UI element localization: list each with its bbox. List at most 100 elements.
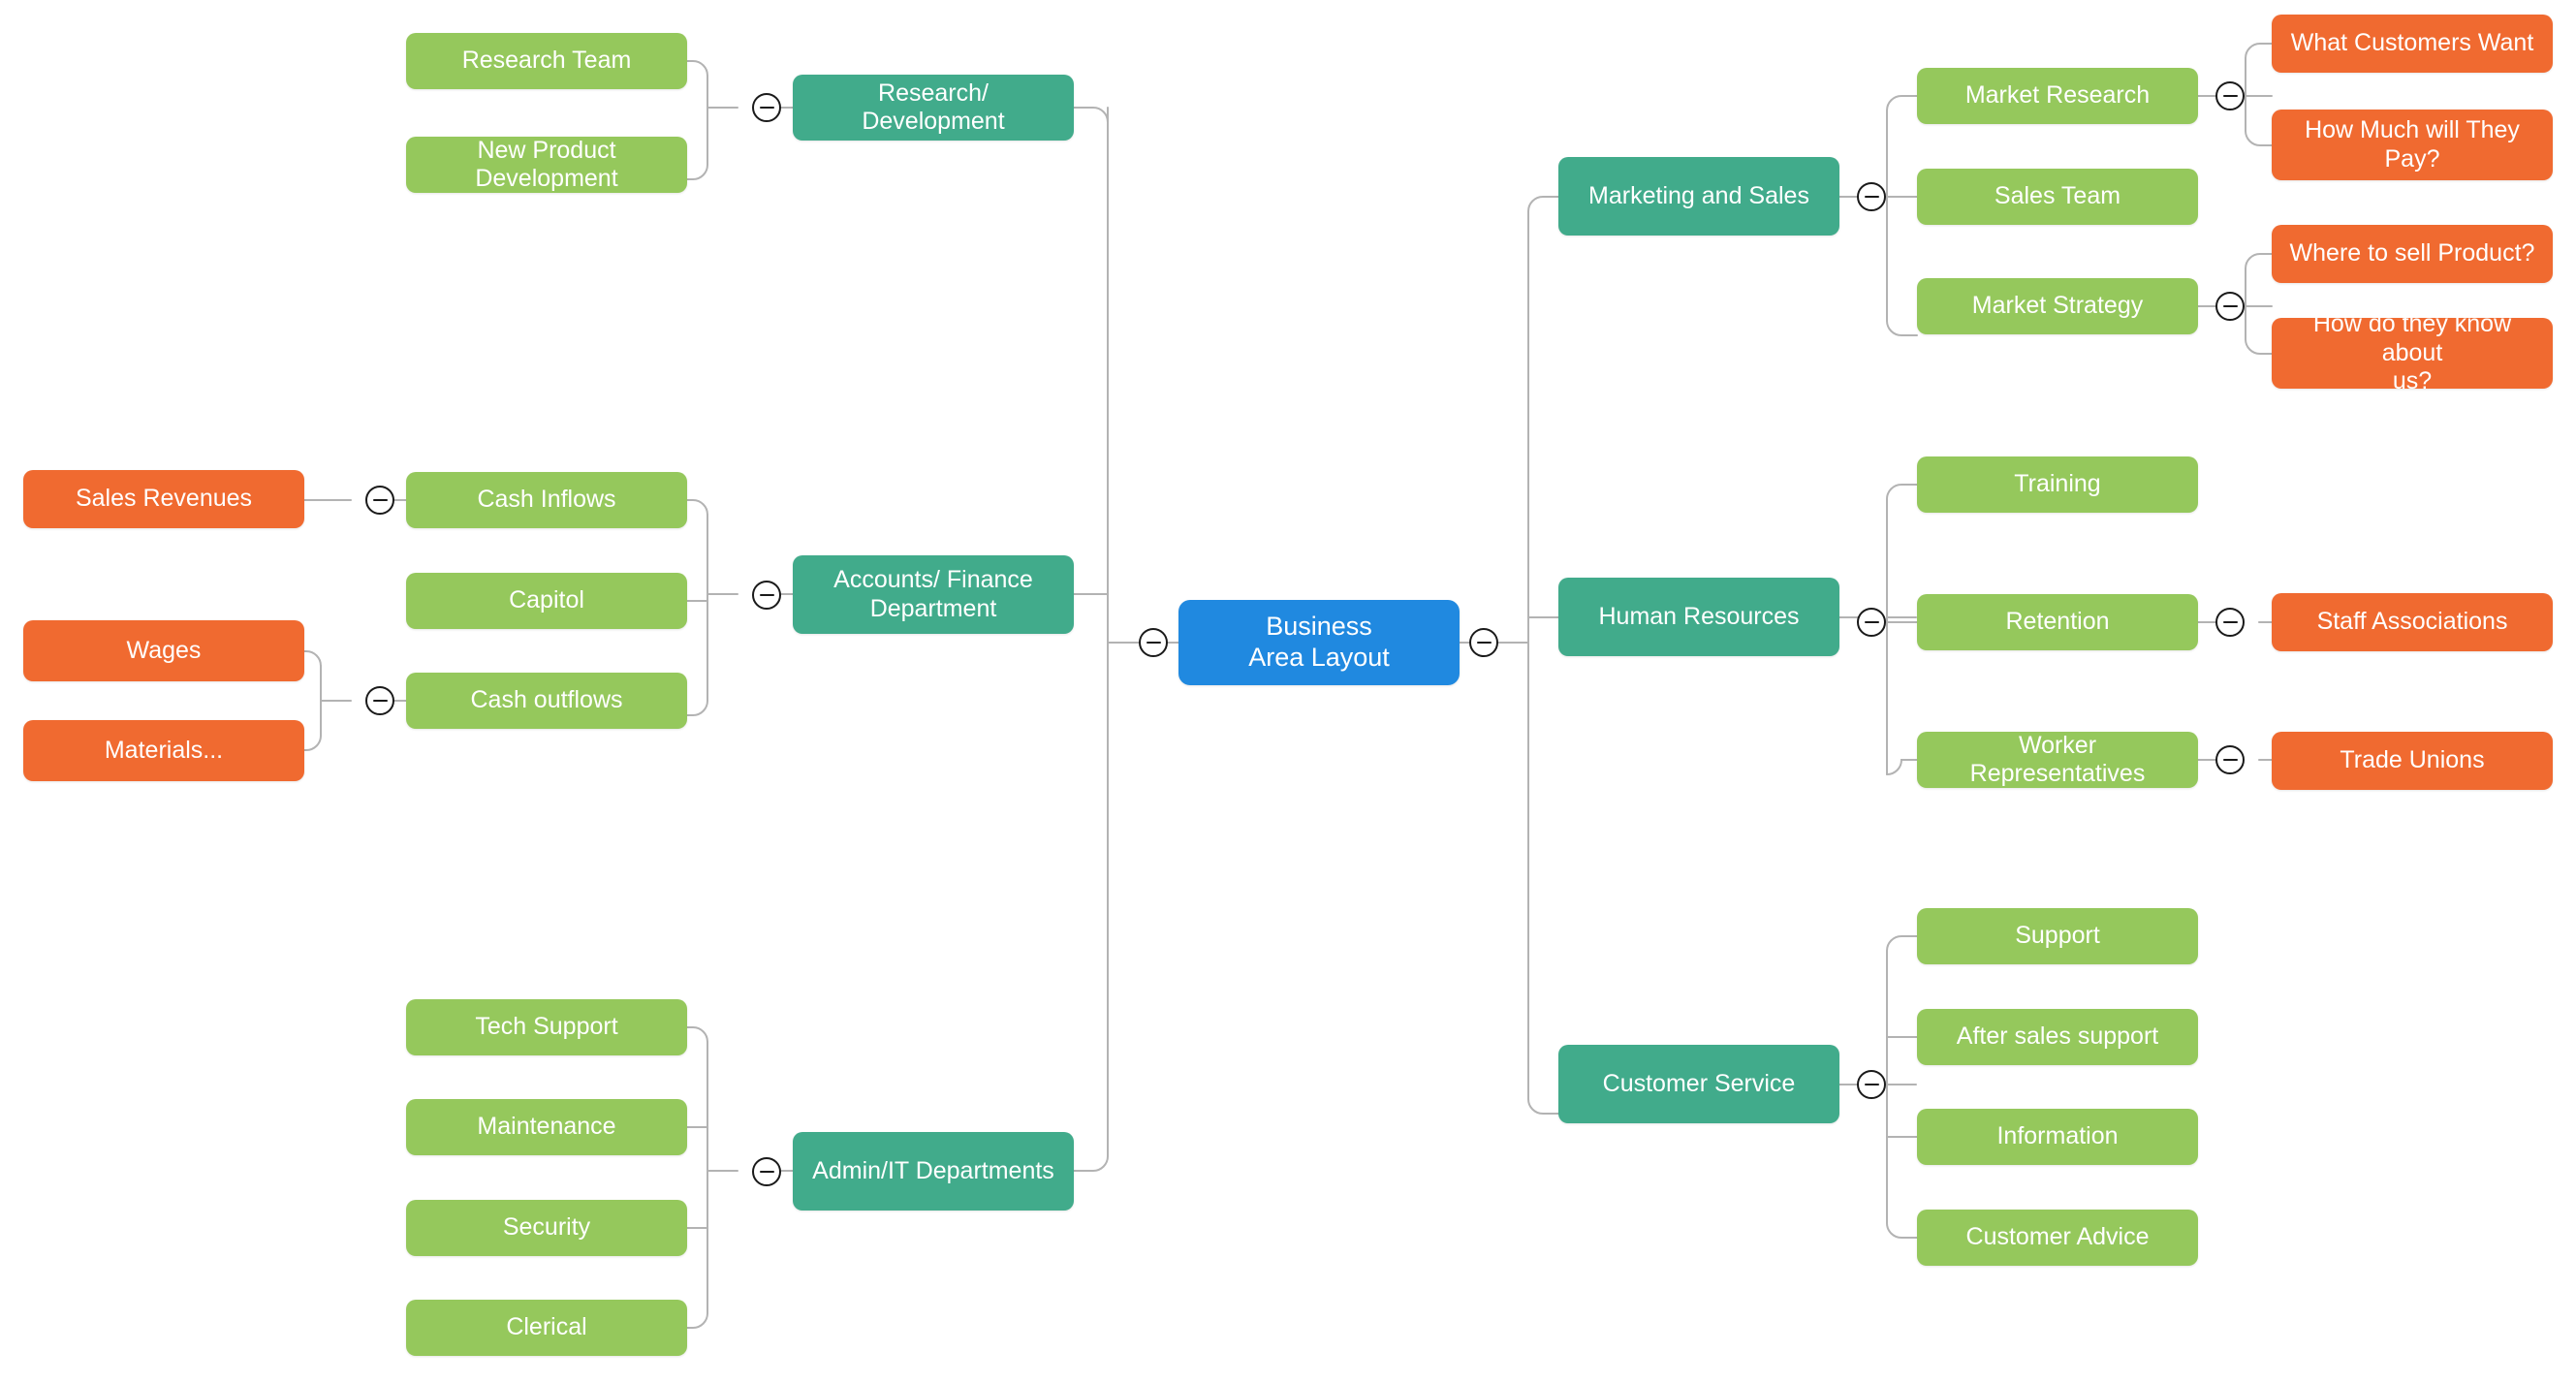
node-admin-it-departments[interactable]: Admin/IT Departments — [793, 1132, 1074, 1211]
node-market-research[interactable]: Market Research — [1917, 68, 2198, 124]
minus-glyph — [759, 106, 774, 110]
node-market-strategy[interactable]: Market Strategy — [1917, 278, 2198, 334]
node-wages[interactable]: Wages — [23, 620, 304, 681]
collapse-minus-icon-cash-outflows[interactable] — [365, 686, 394, 715]
connector-line — [2245, 57, 2273, 132]
node-clerical[interactable]: Clerical — [406, 1300, 687, 1356]
node-label-where-to-sell-product: Where to sell Product? — [2289, 239, 2535, 267]
node-cash-inflows[interactable]: Cash Inflows — [406, 472, 687, 528]
node-label-sales-team: Sales Team — [1994, 182, 2121, 210]
node-cash-outflows[interactable]: Cash outflows — [406, 673, 687, 729]
connector-line — [1527, 1098, 1559, 1115]
connector-line — [1886, 484, 1918, 500]
connector-line — [1513, 210, 1529, 1100]
node-customer-advice[interactable]: Customer Advice — [1917, 1210, 2198, 1266]
connector-line — [686, 60, 708, 77]
collapse-minus-icon-market-research[interactable] — [2215, 81, 2245, 110]
connector-line — [707, 1041, 738, 1314]
minus-glyph — [1146, 641, 1161, 645]
connector-line — [707, 514, 738, 702]
minus-glyph — [1864, 620, 1879, 624]
collapse-minus-icon-cash-inflows[interactable] — [365, 486, 394, 515]
node-marketing-and-sales[interactable]: Marketing and Sales — [1558, 157, 1839, 236]
connector-line — [2245, 130, 2273, 146]
node-label-cash-outflows: Cash outflows — [470, 686, 623, 714]
collapse-minus-icon-root-right-trunk[interactable] — [1469, 628, 1498, 657]
node-label-cash-inflows: Cash Inflows — [477, 486, 616, 514]
connector-line — [1073, 1155, 1109, 1172]
node-customer-service[interactable]: Customer Service — [1558, 1045, 1839, 1123]
node-information[interactable]: Information — [1917, 1109, 2198, 1165]
node-capitol[interactable]: Capitol — [406, 573, 687, 629]
collapse-minus-icon-marketing-and-sales[interactable] — [1857, 182, 1886, 211]
node-research-development[interactable]: Research/ Development — [793, 75, 1074, 141]
collapse-minus-icon-admin-it-departments[interactable] — [752, 1157, 781, 1186]
collapse-minus-icon-accounts-finance-department[interactable] — [752, 581, 781, 610]
collapse-minus-icon-root-left-trunk[interactable] — [1139, 628, 1168, 657]
node-label-admin-it-departments: Admin/IT Departments — [812, 1156, 1054, 1184]
connector-line — [1886, 498, 1917, 775]
node-label-what-customers-want: What Customers Want — [2290, 29, 2534, 57]
node-label-marketing-and-sales: Marketing and Sales — [1588, 181, 1809, 209]
node-label-retention: Retention — [2005, 608, 2110, 636]
node-tech-support[interactable]: Tech Support — [406, 999, 687, 1055]
connector-line — [1886, 95, 1918, 111]
node-label-wages: Wages — [126, 636, 202, 664]
node-security[interactable]: Security — [406, 1200, 687, 1256]
node-sales-revenues[interactable]: Sales Revenues — [23, 470, 304, 528]
minus-glyph — [2222, 304, 2238, 308]
collapse-minus-icon-retention[interactable] — [2215, 608, 2245, 637]
node-materials[interactable]: Materials... — [23, 720, 304, 781]
connector-line — [2245, 43, 2273, 59]
node-label-sales-revenues: Sales Revenues — [75, 485, 253, 513]
node-label-information: Information — [1996, 1122, 2119, 1150]
node-after-sales-support[interactable]: After sales support — [1917, 1009, 2198, 1065]
connector-line — [320, 665, 352, 737]
collapse-minus-icon-market-strategy[interactable] — [2215, 292, 2245, 321]
connector-line — [2245, 338, 2273, 355]
node-retention[interactable]: Retention — [1917, 594, 2198, 650]
node-label-market-research: Market Research — [1964, 81, 2151, 110]
node-label-training: Training — [2014, 470, 2101, 498]
node-training[interactable]: Training — [1917, 456, 2198, 513]
connector-line — [2245, 267, 2273, 340]
connector-line — [1073, 107, 1109, 123]
collapse-minus-icon-worker-representatives[interactable] — [2215, 745, 2245, 774]
collapse-minus-icon-human-resources[interactable] — [1857, 608, 1886, 637]
node-label-customer-advice: Customer Advice — [1965, 1223, 2150, 1251]
minus-glyph — [2222, 620, 2238, 624]
minus-glyph — [759, 1170, 774, 1174]
minus-glyph — [1864, 195, 1879, 199]
node-label-support: Support — [2015, 922, 2100, 950]
node-label-market-strategy: Market Strategy — [1971, 292, 2144, 320]
node-label-after-sales-support: After sales support — [1956, 1022, 2159, 1051]
connector-line — [1886, 950, 1917, 1224]
minus-glyph — [1476, 641, 1492, 645]
collapse-minus-icon-customer-service[interactable] — [1857, 1070, 1886, 1099]
node-where-to-sell-product[interactable]: Where to sell Product? — [2272, 225, 2553, 283]
node-maintenance[interactable]: Maintenance — [406, 1099, 687, 1155]
connector-line — [1527, 196, 1559, 212]
node-human-resources[interactable]: Human Resources — [1558, 578, 1839, 656]
connector-line — [686, 1312, 708, 1329]
node-support[interactable]: Support — [1917, 908, 2198, 964]
connector-line — [1107, 107, 1123, 1157]
node-trade-unions[interactable]: Trade Unions — [2272, 732, 2553, 790]
node-sales-team[interactable]: Sales Team — [1917, 169, 2198, 225]
node-research-team[interactable]: Research Team — [406, 33, 687, 89]
node-staff-associations[interactable]: Staff Associations — [2272, 593, 2553, 651]
connector-line — [303, 735, 322, 751]
collapse-minus-icon-research-development[interactable] — [752, 93, 781, 122]
node-what-customers-want[interactable]: What Customers Want — [2272, 15, 2553, 73]
node-worker-representatives[interactable]: Worker Representatives — [1917, 732, 2198, 788]
connector-line — [686, 499, 708, 516]
